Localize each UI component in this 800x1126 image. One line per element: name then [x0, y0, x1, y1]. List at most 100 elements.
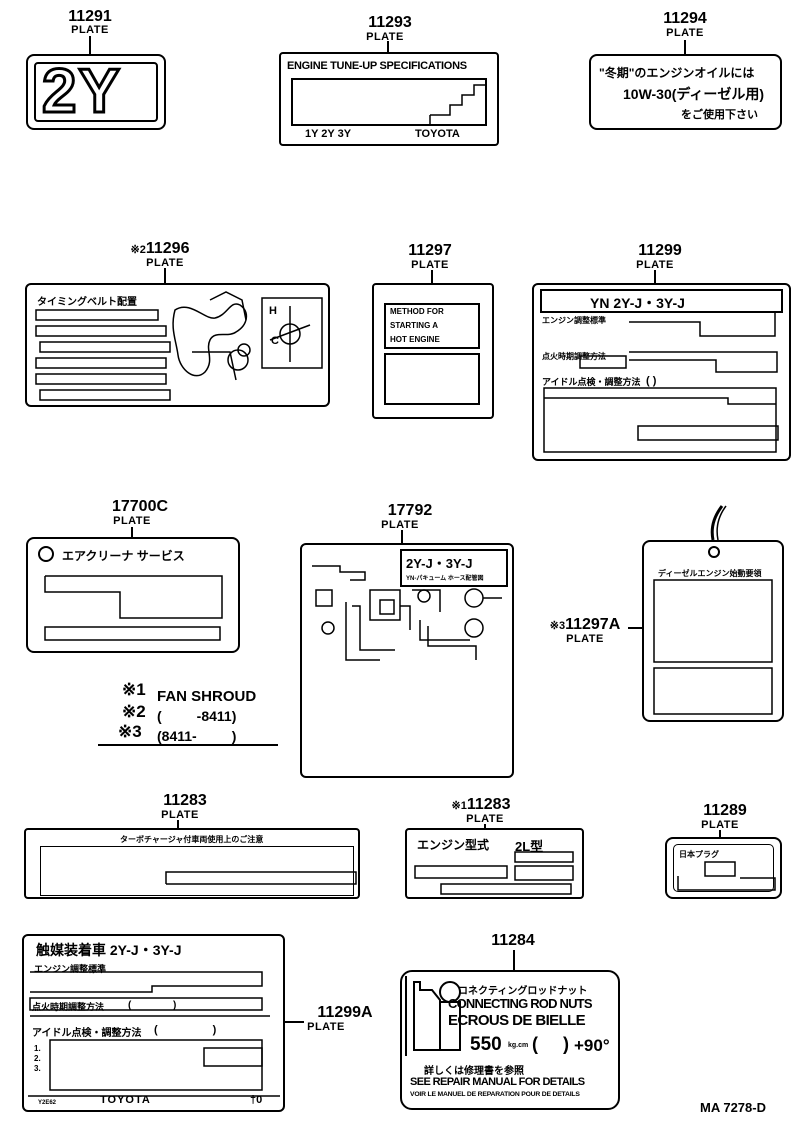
part-number-11294: 11294 — [663, 10, 707, 27]
plate-11294-line1: "冬期"のエンジンオイルには — [599, 66, 755, 80]
plate-17700C: エアクリーナ サービス — [26, 537, 240, 653]
plate-11299A: 触媒装着車 2Y-J・3Y-J エンジン調整標準 点火時期調整方法 ( ) アイ… — [22, 934, 285, 1112]
part-number-11297: 11297 — [408, 242, 452, 259]
plate-11297-line3: HOT ENGINE — [390, 335, 440, 344]
plate-11291-text: 2Y — [41, 56, 122, 128]
plate-17792: 2Y-J・3Y-J YN-パキューム ホース配管図 — [300, 543, 514, 778]
plate-11299A-row2paren: ( ) — [128, 1000, 177, 1011]
plate-11284-unit: kg.cm — [508, 1042, 529, 1049]
plate-11299A-row2: 点火時期調整方法 — [32, 1002, 105, 1012]
part-number-11299: 11299 — [638, 242, 682, 259]
note-1-text: FAN SHROUD — [157, 688, 257, 705]
plate-11299-row3: アイドル点検・調整方法 — [542, 377, 641, 387]
plate-11283-a: ターボチャージャ付車両使用上のご注意 — [24, 828, 360, 899]
plate-11284-paren: ( ) — [532, 1034, 569, 1054]
plate-11283-b: エンジン型式 2L型 — [405, 828, 584, 899]
plate-label-11291: PLATE — [71, 24, 109, 36]
plate-label-11299A: PLATE — [307, 1021, 345, 1033]
plate-11296: タイミングベルト配置 H C — [25, 283, 330, 407]
note-2-text: ( -8411) — [157, 708, 237, 724]
plate-11299-title: YN 2Y-J・3Y-J — [590, 295, 685, 311]
part-number-11293: 11293 — [368, 14, 412, 31]
note-3-mark: ※3 — [118, 722, 142, 741]
plate-11299-paren: ( ) — [646, 375, 657, 387]
plate-label-11283-a: PLATE — [161, 809, 199, 821]
plate-11299A-mark: †0 — [250, 1094, 263, 1106]
plate-11296-h: H — [269, 305, 277, 317]
plate-11284-jp: コネクティングロッドナット — [458, 986, 588, 997]
part-number-11299A: 11299A — [317, 1004, 373, 1021]
plate-17792-subtitle: YN-パキューム ホース配管図 — [406, 576, 484, 582]
plate-11297-line2: STARTING A — [390, 321, 438, 330]
plate-11299A-title: 触媒装着車 2Y-J・3Y-J — [36, 942, 182, 958]
plate-11296-c: C — [271, 335, 279, 347]
plate-11297A: ディーゼルエンジン始動要領 — [642, 540, 784, 722]
plate-11297-line1: METHOD FOR — [390, 307, 444, 316]
part-number-11296: ※211296 — [130, 240, 190, 257]
plate-11299A-brand: TOYOTA — [100, 1094, 151, 1106]
plate-11284-jp2: 詳しくは修理書を参照 — [424, 1066, 524, 1077]
plate-11299A-n2: 2. — [34, 1054, 41, 1063]
part-number-11284: 11284 — [491, 932, 535, 949]
plate-label-11299: PLATE — [636, 259, 674, 271]
plate-11299A-row1: エンジン調整標準 — [34, 964, 107, 974]
plate-11289-title: 日本プラグ — [679, 850, 719, 859]
plate-11284-en2: ECROUS DE BIELLE — [448, 1012, 586, 1029]
note-3-text: (8411- ) — [157, 728, 237, 744]
plate-11293-title: ENGINE TUNE-UP SPECIFICATIONS — [287, 60, 467, 72]
plate-11297: METHOD FOR STARTING A HOT ENGINE — [372, 283, 494, 419]
prefix-11296: ※2 — [130, 244, 146, 256]
plate-11283-b-row1a: エンジン型式 — [417, 838, 490, 852]
part-number-17700C: 17700C — [111, 498, 169, 515]
plate-11299A-row3: アイドル点検・調整方法 — [32, 1028, 142, 1039]
part-number-11283-a: 11283 — [163, 792, 207, 809]
part-number-17792: 17792 — [387, 502, 433, 519]
part-number-11283-b: ※111283 — [451, 796, 511, 813]
plate-11299: YN 2Y-J・3Y-J エンジン調整標準 点火時期調整方法 アイドル点検・調整… — [532, 283, 791, 461]
plate-11283-a-title: ターボチャージャ付車両使用上のご注意 — [120, 835, 264, 844]
plate-11299-row2: 点火時期調整方法 — [542, 352, 606, 361]
prefix-11283-b: ※1 — [451, 800, 467, 812]
plate-11283-b-row1b: 2L型 — [515, 839, 544, 854]
plate-11284-en3: SEE REPAIR MANUAL FOR DETAILS — [410, 1076, 585, 1088]
plate-11291: 2Y — [26, 54, 166, 130]
prefix-11297A: ※3 — [549, 620, 566, 632]
plate-11299A-row3paren: ( ) — [154, 1024, 217, 1036]
note-1-mark: ※1 — [122, 680, 146, 699]
plate-label-11297: PLATE — [411, 259, 449, 271]
plate-label-17792: PLATE — [381, 519, 419, 531]
plate-11299A-n1: 1. — [34, 1044, 41, 1053]
plate-11294-line3: をご使用下さい — [681, 109, 758, 121]
plate-label-11293: PLATE — [366, 31, 404, 43]
plate-11296-title: タイミングベルト配置 — [37, 297, 137, 308]
plate-11284-angle: +90° — [574, 1036, 610, 1055]
diagram-code: MA 7278-D — [700, 1100, 766, 1115]
plate-11299-row1: エンジン調整標準 — [542, 316, 606, 325]
part-number-11291: 11291 — [68, 8, 112, 25]
plate-label-11294: PLATE — [666, 27, 704, 39]
part-number-11289: 11289 — [703, 802, 747, 819]
plate-11294-line2: 10W-30(ディーゼル用) — [623, 86, 765, 102]
plate-11284-en4: VOIR LE MANUEL DE REPARATION POUR DE DET… — [410, 1091, 580, 1098]
plate-11293-models: 1Y 2Y 3Y — [305, 128, 352, 140]
plate-17700C-title: エアクリーナ サービス — [62, 549, 185, 563]
info-icon — [38, 546, 54, 562]
part-number-11297A: ※311297A — [549, 616, 621, 633]
plate-label-11296: PLATE — [146, 257, 184, 269]
plate-11294: "冬期"のエンジンオイルには 10W-30(ディーゼル用) をご使用下さい — [589, 54, 782, 130]
plate-label-11289: PLATE — [701, 819, 739, 831]
plate-label-11283-b: PLATE — [466, 813, 504, 825]
plate-11299A-n3: 3. — [34, 1064, 41, 1073]
plate-11284-torque: 550 — [470, 1034, 502, 1055]
plate-11284: コネクティングロッドナット CONNECTING ROD NUTS ECROUS… — [400, 970, 620, 1110]
plate-11299A-code: Y2E62 — [38, 1100, 57, 1106]
note-underline — [98, 744, 278, 746]
plate-11289: 日本プラグ — [665, 837, 782, 899]
plate-11284-en1: CONNECTING ROD NUTS — [448, 996, 593, 1011]
plate-11297A-title: ディーゼルエンジン始動要領 — [658, 569, 762, 578]
plate-11293: ENGINE TUNE-UP SPECIFICATIONS 1Y 2Y 3Y T… — [279, 52, 499, 146]
plate-17792-title: 2Y-J・3Y-J — [406, 556, 473, 571]
plate-11293-brand: TOYOTA — [415, 128, 460, 140]
note-2-mark: ※2 — [122, 702, 146, 721]
plate-label-17700C: PLATE — [113, 515, 151, 527]
